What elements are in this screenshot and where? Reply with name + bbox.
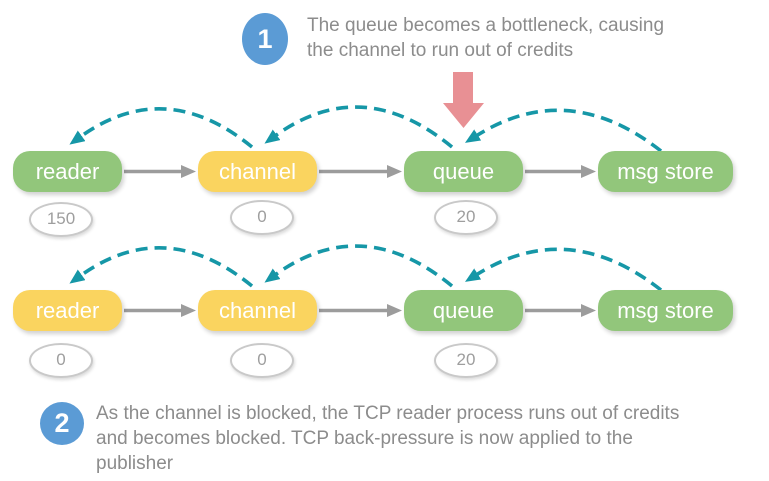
step-2-number: 2 <box>54 408 70 438</box>
credit-channel-row1: 0 <box>230 200 294 235</box>
credit-arc-msgstore-to-queue-row2 <box>464 247 663 292</box>
credit-arc-queue-to-channel-row2 <box>264 244 454 288</box>
step-1-note: The queue becomes a bottleneck, causing … <box>307 13 664 63</box>
credit-arc-msgstore-to-queue-row1 <box>464 108 663 153</box>
step-1-note-line: The queue becomes a bottleneck, causing <box>307 15 665 36</box>
step-1-number: 1 <box>257 23 273 54</box>
credit-reader-row1: 150 <box>29 202 93 237</box>
credit-channel-row2: 0 <box>230 343 294 378</box>
node-msgstore-row1: msg store <box>598 151 733 192</box>
node-queue-row1: queue <box>404 151 523 192</box>
credit-queue-row2: 20 <box>434 343 498 378</box>
step-2-note-line: and becomes blocked. TCP back-pressure i… <box>96 428 633 449</box>
step-2-note-line: publisher <box>96 453 174 474</box>
credit-reader-row2: 0 <box>29 343 93 378</box>
node-reader-row2: reader <box>13 290 122 331</box>
node-channel-row2: channel <box>198 290 317 331</box>
credit-arc-channel-to-reader-row1 <box>69 107 254 149</box>
step-2-badge: 2 <box>40 402 84 445</box>
node-msgstore-row2: msg store <box>598 290 733 331</box>
step-1-badge: 1 <box>242 13 288 65</box>
node-channel-row1: channel <box>198 151 317 192</box>
step-2-note: As the channel is blocked, the TCP reade… <box>96 401 679 476</box>
bottleneck-down-arrow-icon <box>443 72 484 128</box>
node-queue-row2: queue <box>404 290 523 331</box>
credit-arc-queue-to-channel-row1 <box>264 105 454 149</box>
step-2-note-line: As the channel is blocked, the TCP reade… <box>96 403 680 424</box>
credit-arc-channel-to-reader-row2 <box>69 246 254 288</box>
credit-queue-row1: 20 <box>434 200 498 235</box>
node-reader-row1: reader <box>13 151 122 192</box>
step-1-note-line: the channel to run out of credits <box>307 40 574 61</box>
